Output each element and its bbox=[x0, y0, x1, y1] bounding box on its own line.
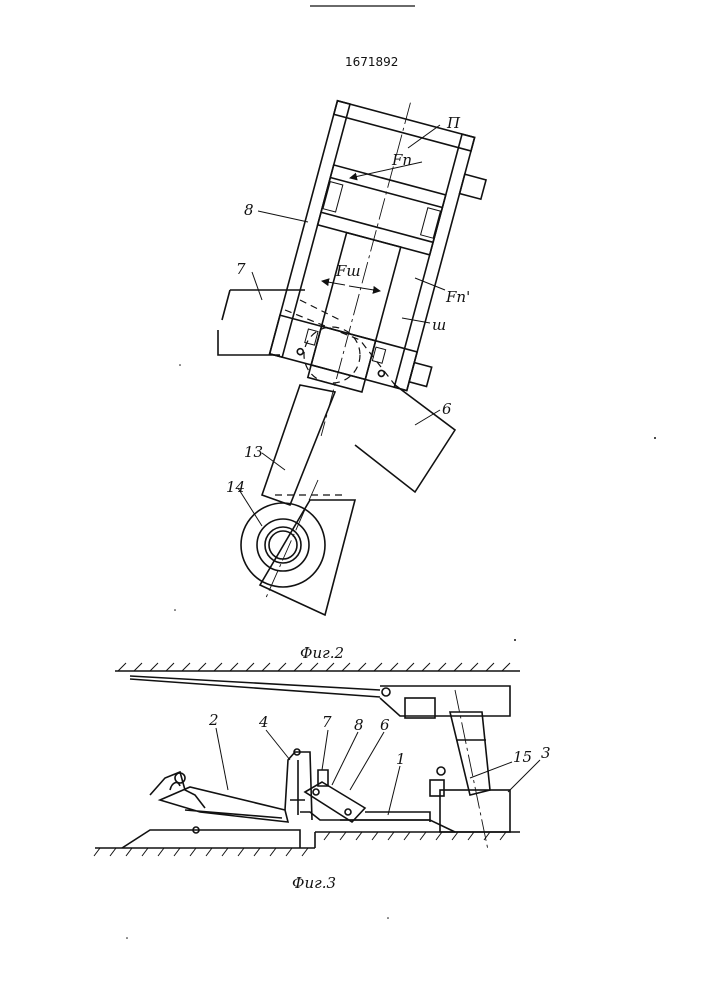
top-port-fitting bbox=[460, 174, 486, 199]
label-8: 8 bbox=[244, 201, 254, 219]
canopy-bracket bbox=[405, 698, 435, 718]
scan-specks bbox=[126, 364, 656, 939]
conveyor-base bbox=[122, 812, 455, 848]
label-13: 13 bbox=[244, 443, 263, 461]
label-fig3-1: 1 bbox=[396, 750, 406, 768]
roof-hatch bbox=[118, 663, 510, 671]
label-fn: Fп bbox=[391, 151, 412, 169]
pivot-joint bbox=[304, 327, 360, 383]
piston-seal-right bbox=[421, 208, 441, 238]
label-n: П bbox=[446, 114, 461, 132]
force-fsh-arrow-b bbox=[349, 286, 380, 291]
hydraulic-cylinder bbox=[253, 84, 501, 460]
conveyor-1 bbox=[340, 812, 430, 822]
bottom-port-fitting bbox=[409, 363, 432, 387]
label-fn-prime: Fп' bbox=[445, 288, 470, 306]
prop-axis bbox=[455, 690, 488, 850]
figure-3-caption: Фиг.3 bbox=[292, 874, 336, 892]
rod-seal-right-a bbox=[372, 347, 385, 363]
front-hook bbox=[150, 772, 205, 808]
cylinder-right-wall bbox=[394, 134, 474, 390]
piston-seal-left bbox=[323, 182, 343, 212]
figure-2-cylinder-section: П Fп 8 Fш 7 Fп' ш 6 13 14 Фиг.2 bbox=[218, 84, 500, 662]
base-3 bbox=[440, 790, 510, 832]
valve-block bbox=[430, 780, 444, 796]
figure-2-caption: Фиг.2 bbox=[300, 644, 344, 662]
label-14: 14 bbox=[226, 478, 245, 496]
label-6: 6 bbox=[442, 400, 452, 418]
mount-plate bbox=[260, 500, 355, 615]
prop-15 bbox=[450, 712, 490, 795]
label-7: 7 bbox=[236, 260, 246, 278]
link-13 bbox=[262, 385, 335, 505]
lower-axis bbox=[265, 480, 318, 600]
label-fig3-8: 8 bbox=[354, 716, 364, 734]
label-fig3-15: 15 bbox=[513, 748, 532, 766]
label-sh: ш bbox=[432, 316, 446, 334]
label-fig3-6: 6 bbox=[380, 716, 390, 734]
label-fig3-7: 7 bbox=[322, 713, 332, 731]
label-fig3-4: 4 bbox=[258, 713, 269, 731]
lever-6 bbox=[355, 385, 455, 492]
canopy-beam bbox=[130, 676, 510, 716]
figure-3-general-view: 2 4 7 8 6 1 15 3 Фиг.3 bbox=[94, 663, 551, 892]
label-fig3-3: 3 bbox=[541, 744, 551, 762]
beam-2 bbox=[160, 787, 288, 822]
label-fig3-2: 2 bbox=[208, 711, 219, 729]
patent-number: 1671892 bbox=[345, 55, 398, 69]
label-fsh: Fш bbox=[335, 262, 361, 280]
shield-4 bbox=[285, 752, 312, 820]
